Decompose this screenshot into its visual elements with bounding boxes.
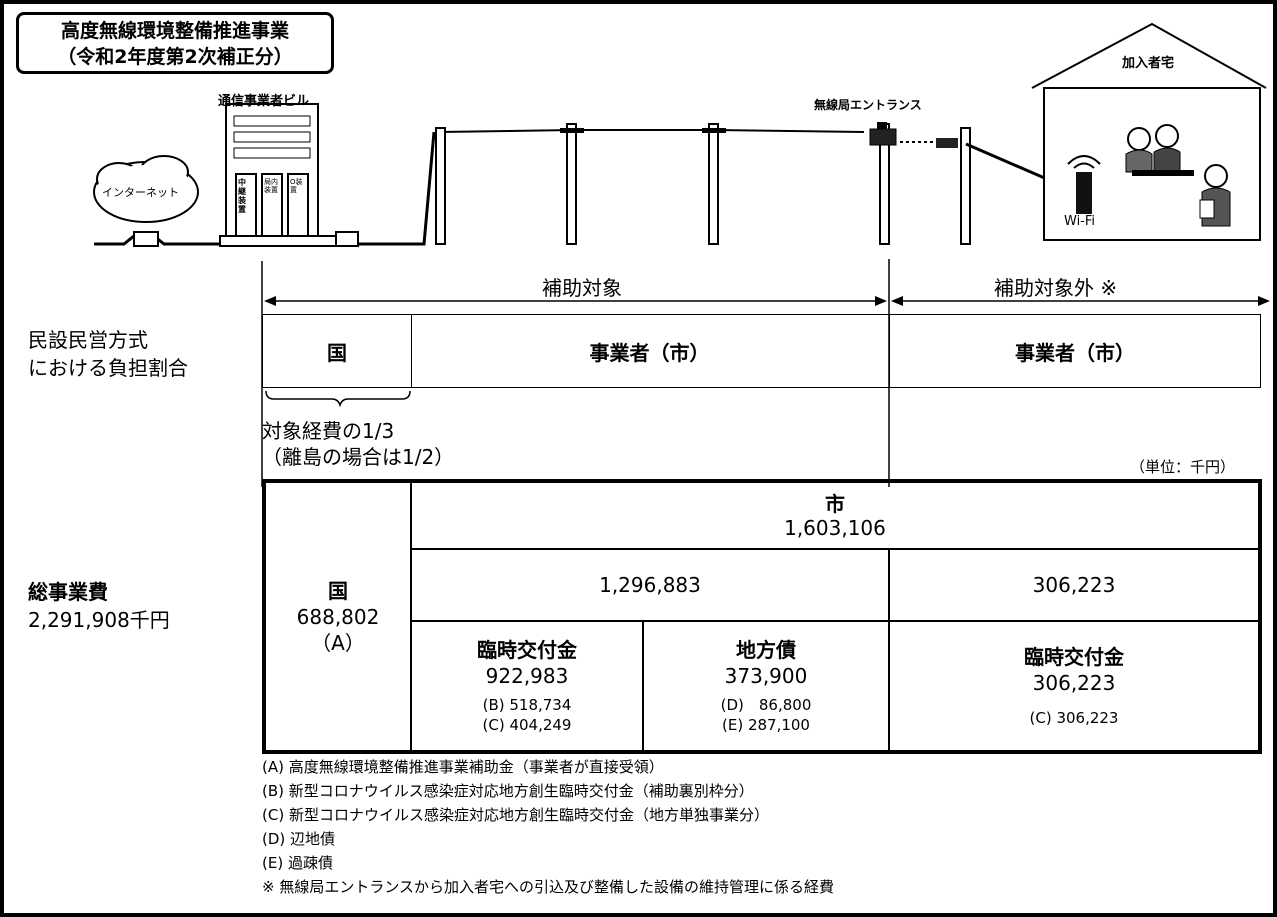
country-share-brace	[265, 390, 411, 408]
legend-d: (D) 辺地債	[262, 830, 336, 848]
total-cost-label: 総事業費 2,291,908千円	[28, 578, 170, 634]
grant-cell: 臨時交付金 922,983 (B) 518,734 (C) 404,249	[412, 622, 644, 750]
title-line-1: 高度無線環境整備推進事業	[60, 20, 289, 42]
utility-pole-icon	[435, 123, 971, 245]
ground-cable-right	[323, 131, 436, 246]
internet-label: インターネット	[102, 186, 179, 199]
building-label: 通信事業者ビル	[218, 94, 310, 109]
country-share-note-line-1: 対象経費の1/3	[262, 419, 395, 443]
legend-c: (C) 新型コロナウイルス感染症対応地方創生臨時交付金（地方単独事業分）	[262, 806, 769, 824]
onu-box-icon	[335, 231, 359, 247]
aerial-cable	[438, 129, 865, 133]
relay-device-label: 中継装置	[238, 178, 246, 214]
country-share-note: 対象経費の1/3 （離島の場合は1/2）	[262, 418, 454, 470]
burden-operator-cell: 事業者（市）	[410, 314, 890, 388]
olt-label: O装置	[290, 178, 303, 194]
country-cell: 国 688,802 （A）	[266, 483, 412, 750]
legend-a: (A) 高度無線環境整備推進事業補助金（事業者が直接受領）	[262, 758, 664, 776]
total-amount: 2,291,908千円	[28, 608, 170, 632]
carrier-building-icon	[219, 103, 353, 247]
legend-note: ※ 無線局エントランスから加入者宅への引込及び整備した設備の維持管理に係る経費	[262, 878, 835, 896]
subsidized-label: 補助対象	[542, 276, 622, 300]
wifi-label: Wi-Fi	[1064, 214, 1096, 229]
right-grant-c: (C) 306,223	[1029, 709, 1119, 727]
total-label: 総事業費	[28, 580, 108, 604]
burden-operator-right-cell: 事業者（市）	[890, 314, 1261, 388]
country-amount: 688,802	[296, 604, 380, 629]
home-label: 加入者宅	[1122, 56, 1175, 71]
burden-country-cell: 国	[262, 314, 412, 388]
wireless-entrance-icon	[869, 122, 958, 148]
subsidized-amount-cell: 1,296,883	[412, 550, 890, 622]
right-grant-cell: 臨時交付金 306,223 (C) 306,223	[890, 622, 1258, 750]
legend-e: (E) 過疎債	[262, 854, 333, 872]
title-line-2: （令和2年度第2次補正分）	[57, 46, 293, 68]
right-grant-amount: 306,223	[1032, 671, 1116, 695]
burden-label-line-2: における負担割合	[28, 356, 188, 380]
city-cell: 市 1,603,106	[412, 483, 1258, 550]
bond-e: (E) 287,100	[722, 716, 810, 734]
city-amount: 1,603,106	[784, 515, 886, 540]
title-box: 高度無線環境整備推進事業 （令和2年度第2次補正分）	[16, 12, 334, 74]
cost-table	[262, 479, 1262, 754]
city-label: 市	[825, 491, 845, 516]
grant-b: (B) 518,734	[482, 696, 572, 714]
country-share-note-line-2: （離島の場合は1/2）	[262, 445, 455, 469]
family-people-icon	[1125, 124, 1231, 227]
bond-cell: 地方債 373,900 (D) 86,800 (E) 287,100	[644, 622, 890, 750]
network-illustration	[93, 22, 1267, 247]
unsubsidized-amount-cell: 306,223	[890, 550, 1258, 622]
wireless-entrance-label: 無線局エントランス	[814, 98, 922, 112]
legend-b: (B) 新型コロナウイルス感染症対応地方創生臨時交付金（補助裏別枠分）	[262, 782, 754, 800]
office-equipment-label: 局内装置	[264, 178, 278, 194]
burden-ratio-label: 民設民営方式 における負担割合	[28, 326, 188, 382]
bond-d: (D) 86,800	[720, 696, 812, 714]
country-label: 国	[328, 578, 348, 603]
bond-amount: 373,900	[724, 664, 808, 688]
bond-label: 地方債	[736, 638, 796, 662]
internet-cloud-icon	[93, 155, 199, 223]
grant-c: (C) 404,249	[482, 716, 572, 734]
country-code: （A）	[311, 630, 365, 655]
right-grant-label: 臨時交付金	[1024, 645, 1124, 669]
grant-label: 臨時交付金	[477, 638, 577, 662]
modem-box-icon	[133, 231, 159, 247]
burden-label-line-1: 民設民営方式	[28, 328, 148, 352]
unit-label: （単位：千円）	[1130, 458, 1236, 476]
wifi-router-icon	[1067, 155, 1101, 214]
unsubsidized-label: 補助対象外 ※	[994, 276, 1118, 300]
grant-amount: 922,983	[485, 664, 569, 688]
